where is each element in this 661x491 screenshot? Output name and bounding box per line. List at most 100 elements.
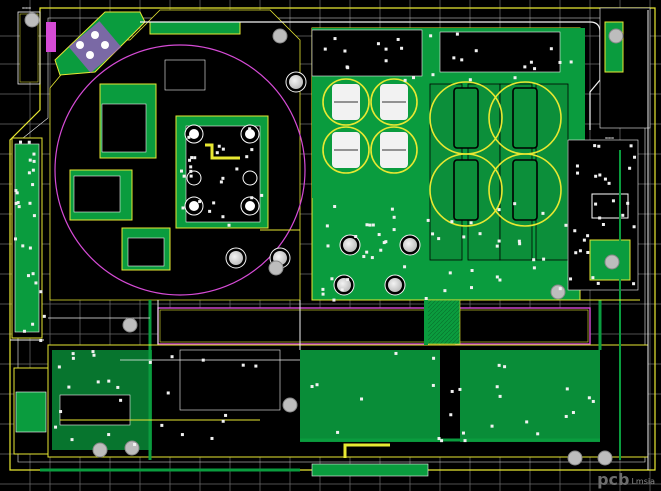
mounting-holes[interactable] [24, 12, 624, 466]
mounting-hole[interactable] [604, 254, 620, 270]
pad [400, 46, 404, 50]
pad [330, 277, 334, 281]
pad [59, 410, 63, 414]
pad [248, 127, 252, 131]
pad [32, 159, 36, 163]
pad [629, 144, 633, 148]
pad [31, 322, 35, 326]
top-components-row[interactable] [311, 29, 561, 77]
pad [14, 201, 18, 205]
svg-text:===: === [22, 6, 31, 12]
pad [221, 215, 225, 219]
mounting-hole[interactable] [608, 28, 624, 44]
mounting-hole[interactable] [567, 450, 583, 466]
pad [310, 385, 314, 389]
filter-capacitor-outline [370, 126, 418, 174]
pad [31, 183, 35, 187]
silkscreen-labels: === === [22, 6, 614, 142]
pad [443, 289, 447, 293]
pad [437, 237, 441, 241]
pad [224, 413, 228, 417]
pad [478, 232, 482, 236]
mounting-hole[interactable] [282, 397, 298, 413]
pad [227, 223, 231, 227]
mounting-hole[interactable] [92, 442, 108, 458]
pad [632, 282, 636, 286]
pad [497, 208, 501, 212]
pad [452, 56, 456, 60]
pad [346, 278, 350, 282]
pad [495, 385, 499, 389]
mounting-hole[interactable] [24, 12, 40, 28]
filter-capacitor-outline [488, 153, 562, 227]
small-capacitors [184, 124, 260, 216]
pad [198, 200, 202, 204]
pad [628, 166, 632, 170]
pad [532, 258, 536, 262]
capacitor-top [337, 278, 351, 292]
pad [190, 156, 194, 160]
pad [598, 173, 602, 177]
pad [32, 214, 36, 218]
pad [148, 360, 152, 364]
capacitor-body [512, 87, 538, 149]
capacitor-top [289, 75, 303, 89]
pad [591, 399, 595, 403]
arrow-marker [205, 143, 240, 160]
pad [28, 201, 32, 205]
pad [39, 290, 43, 294]
pad [325, 224, 329, 228]
pad [621, 213, 625, 217]
pad [458, 387, 462, 391]
pad [14, 189, 18, 193]
pad [107, 379, 111, 383]
pad [461, 431, 465, 435]
mounting-hole[interactable] [124, 440, 140, 456]
input-connector[interactable] [54, 11, 146, 76]
pad [54, 425, 58, 429]
transformer-region[interactable] [46, 9, 306, 301]
pad [92, 353, 96, 357]
pad [212, 201, 216, 205]
pad [571, 411, 575, 415]
filter-capacitors[interactable] [322, 78, 562, 227]
capacitor-body [453, 159, 479, 221]
bottom-connector[interactable] [13, 367, 429, 477]
mounting-hole[interactable] [597, 450, 613, 466]
pad [586, 250, 590, 254]
pad [34, 281, 38, 285]
pad [498, 394, 502, 398]
mounting-hole[interactable] [550, 284, 566, 300]
pad [518, 242, 522, 246]
pad [182, 174, 186, 178]
pad [71, 356, 75, 360]
pad [424, 296, 428, 300]
capacitor-body [453, 87, 479, 149]
pad [450, 220, 454, 224]
pad [542, 257, 546, 261]
pad [365, 250, 369, 254]
pad [392, 215, 396, 219]
pad [384, 47, 388, 51]
mounting-hole[interactable] [268, 260, 284, 276]
mounting-hole[interactable] [272, 28, 288, 44]
pad [187, 135, 191, 139]
pad [71, 352, 75, 356]
pad [14, 237, 18, 241]
pad [607, 181, 611, 185]
mounting-hole[interactable] [122, 317, 138, 333]
pad [323, 47, 327, 51]
pad [529, 60, 533, 64]
pad [250, 148, 254, 152]
pad [31, 168, 35, 172]
filter-capacitor-outline [370, 78, 418, 126]
pad [558, 287, 562, 291]
fuse-holder[interactable] [46, 22, 56, 52]
pad [392, 228, 396, 232]
pad [440, 439, 444, 443]
pad [448, 271, 452, 275]
pad [166, 391, 170, 395]
top-left-header[interactable] [17, 11, 41, 85]
pad [497, 239, 501, 243]
